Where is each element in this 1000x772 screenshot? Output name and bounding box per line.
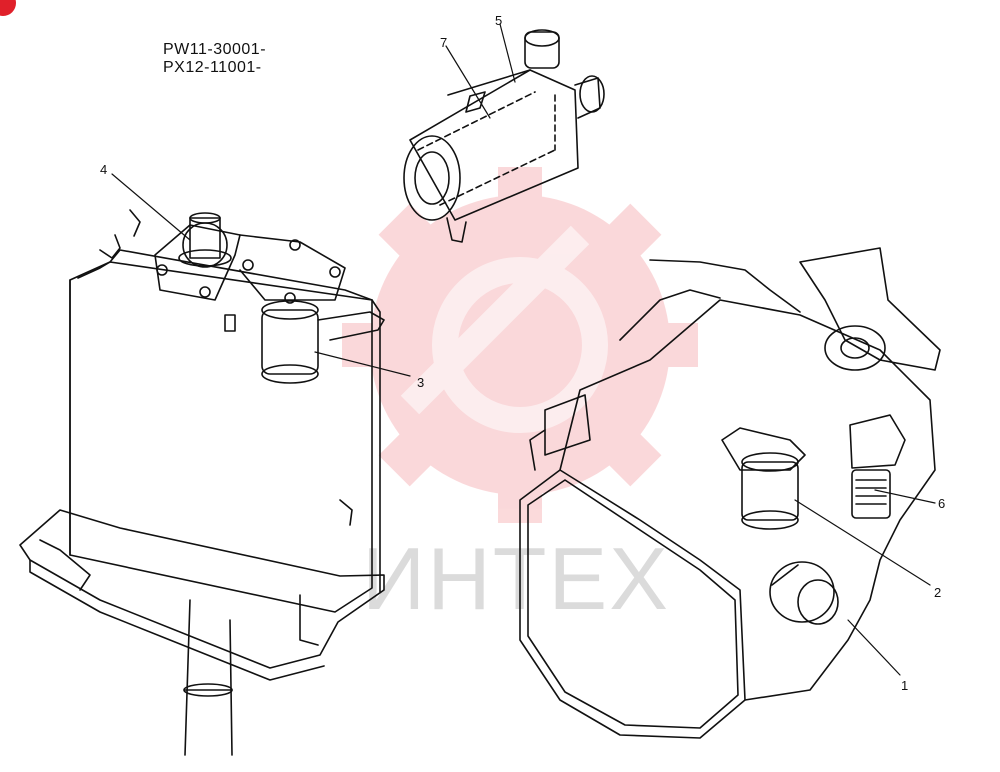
callout-6: 6 [938,496,946,511]
callout-1: 1 [901,678,909,693]
watermark-text: ИНТЕХ [362,529,670,628]
air-cleaner-drawing [403,29,605,243]
corner-badge [0,0,16,16]
callout-7: 7 [440,35,448,50]
callout-4: 4 [100,162,108,177]
callout-2: 2 [934,585,942,600]
leader-lines [111,23,936,676]
serial-range-1: PW11-30001- [163,41,267,58]
hydraulic-tank-drawing [19,209,385,756]
engine-drawing [519,247,941,739]
callout-5: 5 [495,13,503,28]
callout-3: 3 [417,375,425,390]
serial-range-2: PX12-11001- [163,59,262,76]
